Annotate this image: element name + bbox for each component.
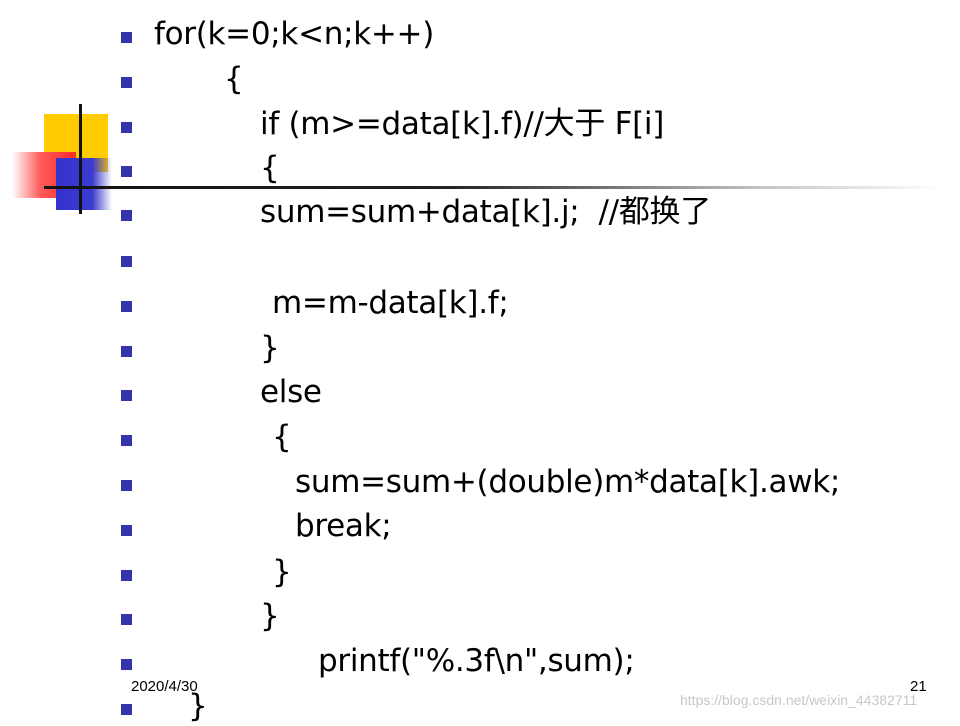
code-line: } bbox=[272, 554, 292, 590]
code-line: break; bbox=[295, 508, 392, 544]
bullet-icon bbox=[121, 210, 132, 221]
bullet-icon bbox=[121, 704, 132, 715]
bullet-icon bbox=[121, 256, 132, 267]
code-line: } bbox=[188, 688, 208, 724]
bullet-icon bbox=[121, 77, 132, 88]
code-line: m=m-data[k].f; bbox=[272, 285, 509, 321]
bullet-icon bbox=[121, 166, 132, 177]
bullet-icon bbox=[121, 570, 132, 581]
bullet-icon bbox=[121, 525, 132, 536]
code-line: } bbox=[260, 598, 280, 634]
bullet-icon bbox=[121, 659, 132, 670]
bullet-icon bbox=[121, 32, 132, 43]
bullet-icon bbox=[121, 390, 132, 401]
bullet-icon bbox=[121, 435, 132, 446]
code-line: { bbox=[224, 61, 244, 97]
slide-date: 2020/4/30 bbox=[131, 678, 198, 695]
bullet-icon bbox=[121, 346, 132, 357]
code-line: { bbox=[260, 150, 280, 186]
code-line: sum=sum+(double)m*data[k].awk; bbox=[295, 464, 841, 500]
bullet-icon bbox=[121, 122, 132, 133]
decor-blue-square bbox=[56, 158, 112, 210]
code-line: else bbox=[260, 374, 322, 410]
code-line: if (m>=data[k].f)//大于 F[i] bbox=[260, 106, 665, 142]
slide-page-number: 21 bbox=[910, 678, 927, 695]
code-line: printf("%.3f\n",sum); bbox=[318, 643, 635, 679]
code-line: for(k=0;k<n;k++) bbox=[154, 16, 435, 52]
decor-vertical-line bbox=[79, 104, 82, 214]
decor-horizontal-line bbox=[44, 186, 944, 189]
code-line: } bbox=[260, 330, 280, 366]
bullet-icon bbox=[121, 614, 132, 625]
bullet-icon bbox=[121, 480, 132, 491]
code-line: { bbox=[272, 419, 292, 455]
watermark-url: https://blog.csdn.net/weixin_44382711 bbox=[680, 692, 918, 708]
code-line: sum=sum+data[k].j; //都换了 bbox=[260, 194, 711, 230]
bullet-icon bbox=[121, 301, 132, 312]
